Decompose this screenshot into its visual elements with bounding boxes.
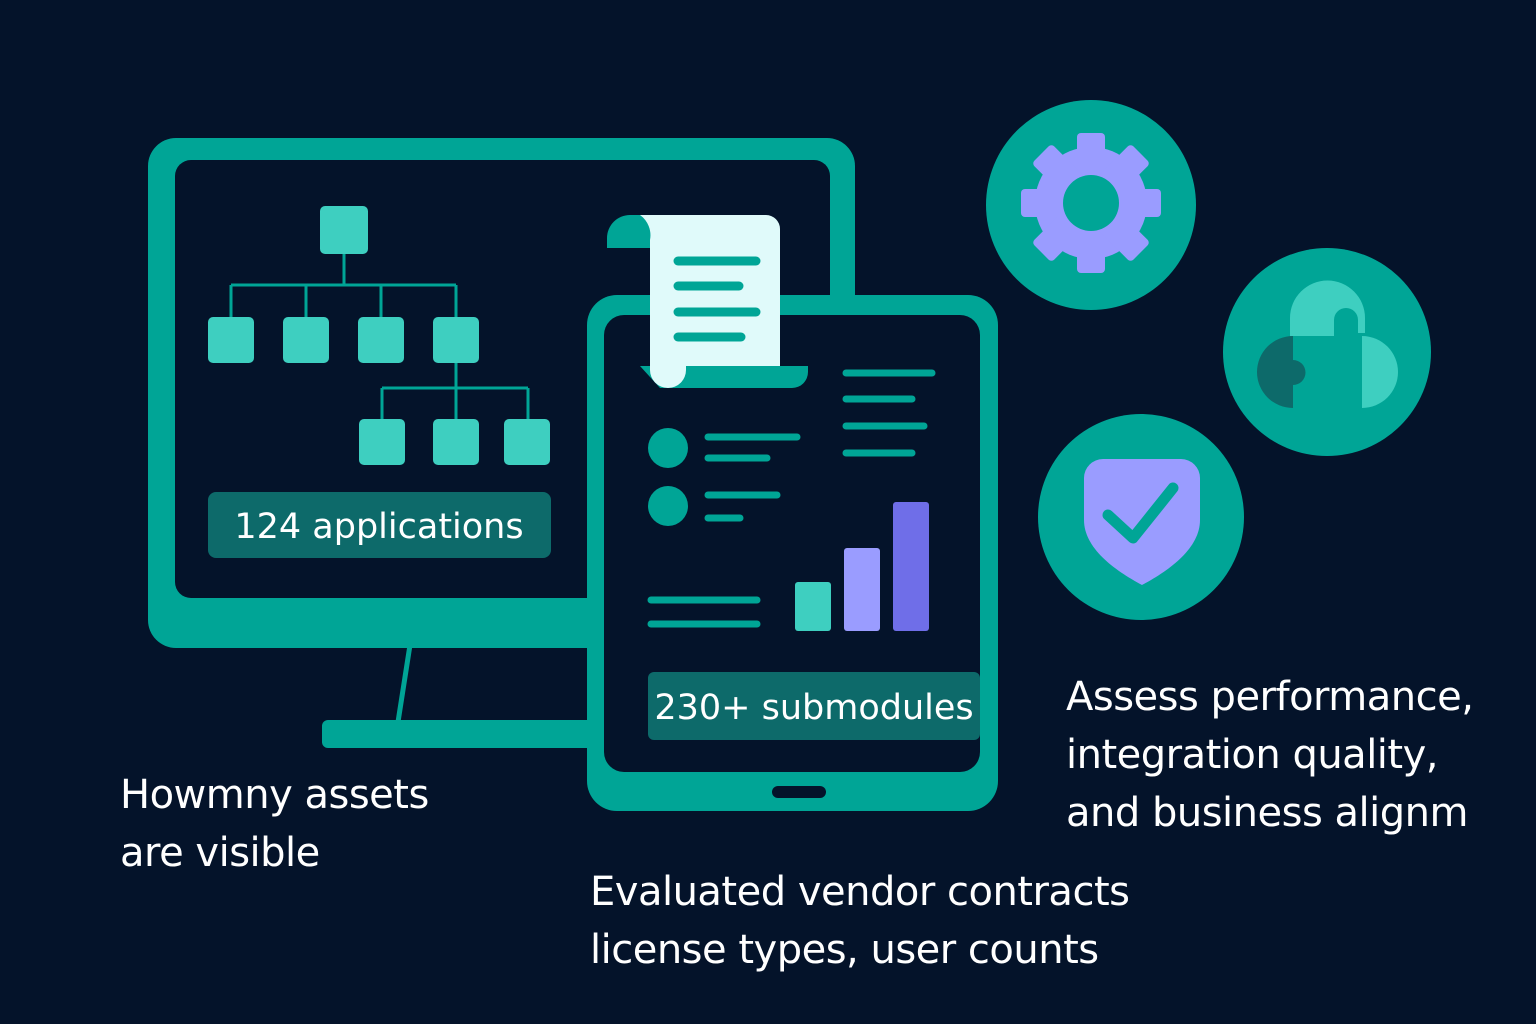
bar-2	[844, 548, 880, 631]
puzzle-icon	[1223, 248, 1431, 456]
caption-line: integration quality,	[1066, 732, 1439, 778]
submodules-badge: 230+ submodules	[648, 672, 980, 740]
tablet-home-button	[772, 786, 826, 798]
assets-caption: Howmny assets are visible	[120, 766, 429, 882]
caption-line: Evaluated vendor contracts	[590, 869, 1130, 915]
caption-line: Howmny assets	[120, 772, 429, 818]
assess-caption: Assess performance, integration quality,…	[1066, 668, 1474, 842]
bar-chart-icon	[795, 502, 929, 631]
monitor-stand	[322, 720, 612, 748]
caption-line: and business alignm	[1066, 790, 1468, 836]
caption-line: Assess performance,	[1066, 674, 1474, 720]
bar-3	[893, 502, 929, 631]
tablet-content	[647, 369, 936, 628]
avatar-dot	[648, 428, 688, 468]
caption-line: license types, user counts	[590, 927, 1099, 973]
avatar-dot	[648, 486, 688, 526]
gear-icon	[986, 100, 1196, 310]
document-scroll-icon	[607, 215, 808, 388]
caption-line: are visible	[120, 830, 320, 876]
applications-badge: 124 applications	[208, 492, 551, 558]
hierarchy-tree-icon	[208, 206, 550, 465]
shield-check-icon	[1038, 414, 1244, 620]
submodules-count: 230+ submodules	[654, 688, 973, 728]
vendor-caption: Evaluated vendor contracts license types…	[590, 863, 1130, 979]
applications-count: 124 applications	[234, 507, 523, 547]
bar-1	[795, 582, 831, 631]
